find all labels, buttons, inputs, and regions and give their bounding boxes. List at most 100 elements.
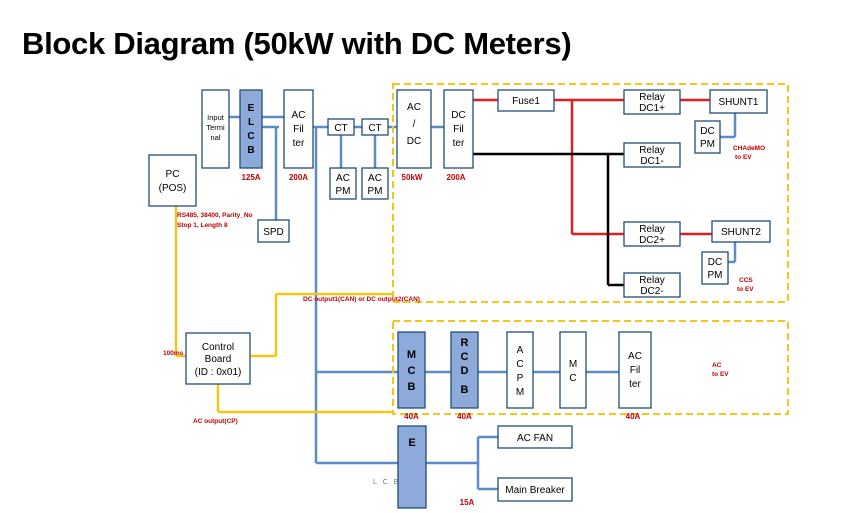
ac-pm-bottom-letter-m: M [516, 387, 524, 398]
ac-filter-top-line-1: AC [292, 110, 306, 121]
ac-dc-line-1: AC [407, 102, 421, 113]
rcdb-block: R C D B [450, 331, 479, 409]
ac-dc-rating: 50kW [402, 173, 423, 182]
relay-dc2-plus-block: Relay DC2+ [623, 221, 681, 247]
relay-dc1-plus-line-1: Relay [639, 92, 665, 103]
ct-1-label: CT [334, 123, 347, 134]
relay-dc2-minus-line-1: Relay [639, 275, 665, 286]
rcdb-rating: 40A [457, 412, 472, 421]
dc-negative-wires [473, 152, 624, 287]
pc-pos-line-2: (POS) [159, 183, 187, 194]
relay-dc1-minus-block: Relay DC1- [623, 142, 681, 168]
dc-pm-2-line-1: DC [708, 257, 722, 268]
chademo-note-line-2: to EV [735, 154, 752, 161]
main-breaker-label: Main Breaker [505, 485, 565, 496]
ac-filter-top-line-2: Fil [293, 124, 304, 135]
rs485-note-line-2: Stop 1, Length 8 [177, 222, 228, 229]
ac-filter-top-block: AC Fil ter [283, 89, 314, 169]
control-board-line-1: Control [202, 342, 234, 353]
ct-1-block: CT [327, 118, 355, 136]
elcb-top-block: E L C B [239, 89, 263, 169]
signal-wires [174, 206, 394, 414]
rs485-note-line-1: RS485, 38400, Parity_No [177, 212, 253, 219]
main-breaker-block: Main Breaker [497, 477, 573, 502]
elcb-top-letter-e: E [248, 103, 255, 114]
dc-filter-line-3: ter [453, 138, 465, 149]
input-terminal-line-2: Termi [206, 123, 225, 132]
shunt-1-label: SHUNT1 [718, 97, 758, 108]
spd-block: SPD [257, 219, 290, 243]
rcdb-letter-c: C [461, 351, 469, 363]
pc-pos-block: PC (POS) [148, 154, 197, 207]
relay-dc1-plus-block: Relay DC1+ [623, 89, 681, 115]
ac-dc-converter-block: AC / DC [396, 89, 432, 169]
dc-pm-2-block: DC PM [701, 251, 729, 285]
relay-dc2-plus-line-1: Relay [639, 224, 665, 235]
relay-dc2-minus-block: Relay DC2- [623, 272, 681, 298]
ac-filter-bottom-line-1: AC [628, 351, 642, 362]
mcb-letter-c: C [408, 365, 416, 377]
dc-pm-2-line-2: PM [708, 270, 723, 281]
control-board-block: Control Board (ID : 0x01) [185, 332, 251, 385]
mcb-block: M C B [397, 331, 426, 409]
mc-letter-c: C [569, 373, 576, 384]
dc-positive-wires [473, 98, 712, 236]
rcdb-letter-r: R [461, 337, 469, 349]
ac-filter-top-rating: 200A [289, 173, 308, 182]
ac-pm-bottom-block: A C P M [506, 331, 534, 409]
ac-pm-1-line-1: AC [336, 173, 350, 184]
elcb-bottom-letter-e: E [408, 437, 415, 449]
relay-dc1-plus-line-2: DC1+ [639, 103, 665, 114]
dc-pm-1-block: DC PM [694, 120, 721, 154]
spd-label: SPD [263, 227, 284, 238]
ac-pm-2-line-1: AC [368, 173, 382, 184]
elcb-top-letter-b: B [247, 145, 254, 156]
elcb-top-rating: 125A [241, 173, 260, 182]
input-terminal-line-3: nal [210, 133, 220, 142]
ac-filter-bottom-block: AC Fil ter [618, 331, 652, 409]
ms100-note: 100ms [163, 350, 184, 357]
ac-filter-bottom-line-3: ter [629, 379, 641, 390]
ac-pm-1-line-2: PM [336, 186, 351, 197]
ct-2-block: CT [361, 118, 389, 136]
relay-dc1-minus-line-1: Relay [639, 145, 665, 156]
mc-letter-m: M [569, 359, 577, 370]
shunt-2-block: SHUNT2 [711, 220, 771, 243]
mcb-letter-b: B [408, 381, 416, 393]
relay-dc1-minus-line-2: DC1- [640, 156, 663, 167]
elcb-top-letter-l: L [248, 117, 254, 128]
shunt-1-block: SHUNT1 [709, 89, 768, 114]
fuse-1-block: Fuse1 [497, 89, 555, 112]
rcdb-letter-b: B [461, 384, 469, 396]
ac-section-frame [392, 320, 789, 415]
dc-pm-1-line-1: DC [700, 126, 714, 137]
ccs-note-line-2: to EV [737, 286, 754, 293]
dc-section-frame [392, 83, 789, 303]
ac-pm-2-line-2: PM [368, 186, 383, 197]
ct-2-label: CT [368, 123, 381, 134]
mcb-letter-m: M [407, 349, 416, 361]
dc-filter-rating: 200A [446, 173, 465, 182]
ac-pm-bottom-letter-a: A [517, 345, 524, 356]
dc-filter-line-1: DC [451, 110, 465, 121]
ac-fan-block: AC FAN [497, 425, 573, 449]
control-board-line-2: Board [205, 354, 232, 365]
elcb-bottom-lcb-label: L C B [373, 479, 400, 486]
relay-dc2-plus-line-2: DC2+ [639, 235, 665, 246]
ac-to-ev-note-line-2: to EV [712, 371, 729, 378]
chademo-note-line-1: CHAdeMO [733, 145, 765, 152]
ac-to-ev-note-line-1: AC [712, 362, 722, 369]
ac-filter-top-line-3: ter [293, 138, 305, 149]
ac-fan-label: AC FAN [517, 433, 553, 444]
relay-dc2-minus-line-2: DC2- [640, 286, 663, 297]
mcb-rating: 40A [404, 412, 419, 421]
elcb-bottom-rating: 15A [460, 498, 475, 507]
ac-pm-2-block: AC PM [361, 167, 389, 200]
input-terminal-block: Input Termi nal [201, 89, 230, 169]
elcb-bottom-block: E [397, 425, 427, 509]
ac-pm-1-block: AC PM [329, 167, 357, 200]
rcdb-letter-d: D [461, 365, 469, 377]
slide-title: Block Diagram (50kW with DC Meters) [22, 26, 572, 61]
elcb-top-letter-c: C [247, 131, 254, 142]
dc-filter-block: DC Fil ter [443, 89, 474, 169]
